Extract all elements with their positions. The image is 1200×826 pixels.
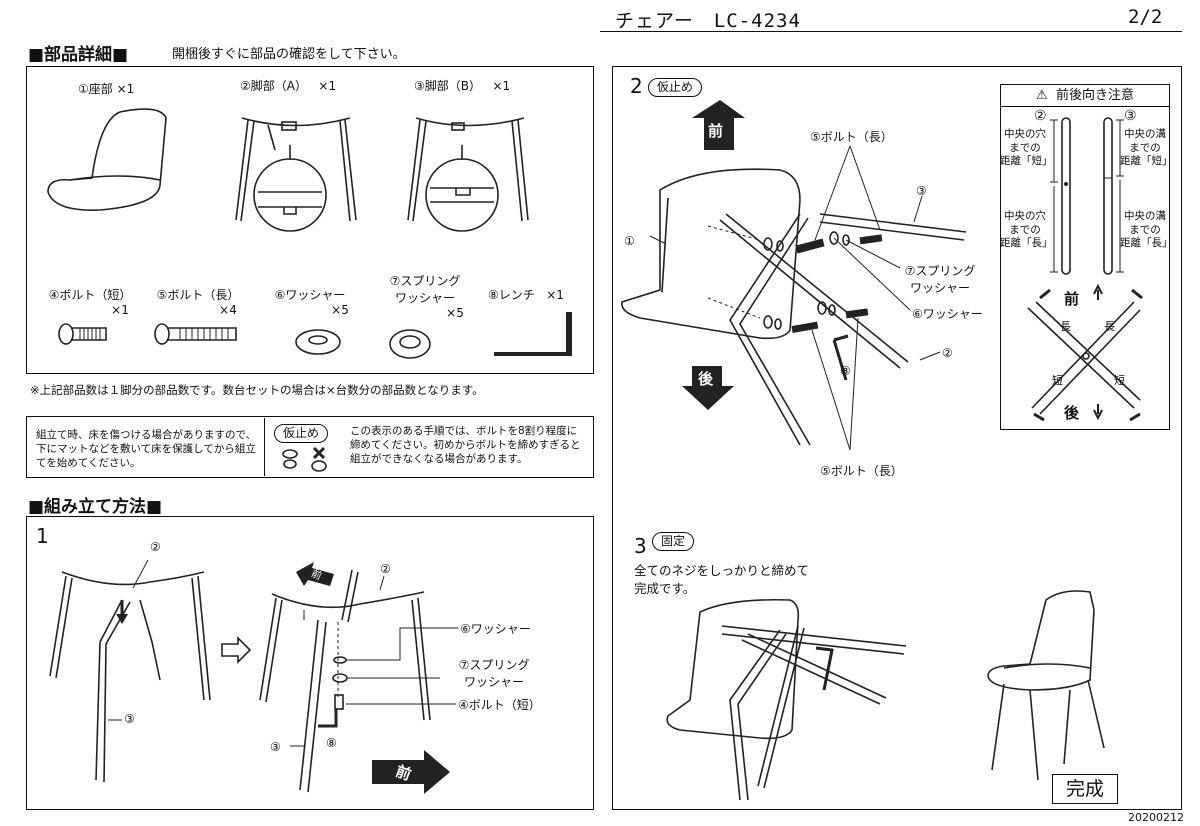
washer-icon — [295, 329, 341, 355]
seat-icon — [47, 108, 167, 211]
step1-spring-washer-label: ⑦スプリングワッシャー — [458, 658, 530, 689]
warning-back-label: 後 — [1064, 404, 1080, 422]
step3-finished-chair-icon — [987, 590, 1095, 691]
temp-fix-icon — [282, 446, 327, 472]
leg-b-icon — [415, 117, 525, 127]
step3-tag: 固定 — [652, 532, 695, 551]
warning-left-num: ② — [1034, 108, 1047, 124]
caution-floor-text: 組立て時、床を傷つける場合がありますので、下にマットなどを敷いて床を保護してから… — [36, 429, 257, 470]
step1-wrench-label: ⑧ — [326, 736, 337, 750]
step2-wrench-label: ⑧ — [840, 364, 851, 378]
caution-tag: 仮止め — [274, 424, 329, 443]
step2-number: 2 — [630, 74, 643, 98]
part-leg-a-label: ②脚部（A） ×1 — [240, 79, 337, 93]
part-washer-label: ⑥ワッシャー×5 — [274, 288, 349, 317]
warning-left-bottom-text: 中央の穴までの距離「長」 — [1000, 210, 1053, 250]
warning-short1: 短 — [1052, 374, 1063, 387]
parts-box — [26, 66, 594, 374]
warning-long1: 長 — [1060, 320, 1071, 333]
step1-number: 1 — [36, 524, 49, 548]
orientation-warning-header: ⚠ 前後向き注意 — [1001, 85, 1169, 107]
caution-divider — [264, 418, 265, 476]
bolt-long-icon — [154, 323, 170, 345]
warning-long2: 長 — [1104, 320, 1115, 333]
step2-bolt-long-top-label: ⑤ボルト（長） — [810, 130, 893, 144]
caution-box — [26, 416, 594, 478]
step1-leg-b2-label: ③ — [270, 740, 281, 754]
part-bolt-short-label: ④ボルト（短）×1 — [48, 288, 132, 317]
parts-footnote: ※上記部品数は１脚分の部品数です。数台セットの場合は×台数分の部品数となります。 — [30, 383, 484, 397]
header-rule — [600, 31, 1182, 32]
document-title: チェアー LC-4234 — [615, 10, 801, 32]
step1-leg-b-label: ③ — [124, 712, 135, 726]
step1-leg-a-icon — [61, 571, 205, 586]
step1-leg-a-label: ② — [150, 540, 161, 554]
step2-front-tag: 前 — [708, 122, 724, 140]
parts-illustrations — [47, 108, 572, 359]
orientation-warning-box: ⚠ 前後向き注意 — [1000, 84, 1170, 430]
step1-washer-label: ⑥ワッシャー — [460, 622, 531, 636]
warning-short2: 短 — [1114, 374, 1125, 387]
step1-bolt-short-label: ④ボルト（短） — [458, 698, 541, 712]
part-bolt-long-label: ⑤ボルト（長）×4 — [156, 288, 240, 317]
step2-washer-label: ⑥ワッシャー — [912, 307, 983, 321]
page-number: 2/2 — [1128, 6, 1163, 28]
step3-wrench-icon — [815, 646, 834, 691]
step2-spring-washer-label: ⑦スプリングワッシャー — [904, 264, 976, 295]
bolt-short-icon — [58, 323, 74, 345]
complete-stamp: 完成 — [1052, 774, 1118, 804]
spring-washer-icon — [389, 329, 431, 359]
warning-right-num: ③ — [1124, 108, 1137, 124]
step2-seat-icon — [621, 168, 801, 340]
warning-right-top-text: 中央の溝までの距離「短」 — [1120, 128, 1173, 168]
parts-section-subtitle: 開梱後すぐに部品の確認をして下さい。 — [172, 47, 406, 62]
steps-2-3-box — [612, 66, 1182, 810]
step2-bolts-bottom-icon — [763, 301, 869, 334]
part-seat-label: ①座部 ×1 — [78, 82, 135, 96]
footer-code: 20200212 — [1128, 811, 1184, 824]
step2-leg-a-label: ② — [942, 346, 953, 360]
step1-leg-a2-label: ② — [380, 562, 391, 576]
step1-next-arrow-icon — [221, 636, 252, 664]
step3-number: 3 — [634, 534, 647, 558]
step2-bolt-long-bottom-label: ⑤ボルト（長） — [820, 464, 903, 478]
step2-back-tag: 後 — [698, 370, 714, 388]
step1-leg-a2-icon — [271, 591, 425, 609]
caution-bolt-text: この表示のある手順では、ボルトを8割り程度に締めてください。初めからボルトを締め… — [350, 425, 581, 466]
step2-seat-label: ① — [624, 234, 635, 248]
step2-tag: 仮止め — [648, 78, 703, 97]
step2-wrench-icon — [832, 334, 849, 381]
step1-box — [26, 516, 594, 810]
assembly-section-title: ■組み立て方法■ — [28, 497, 163, 517]
step3-text-2: 完成です。 — [634, 581, 696, 596]
warning-left-top-text: 中央の穴までの距離「短」 — [1000, 128, 1053, 168]
step3-text-1: 全てのネジをしっかりと締めて — [634, 563, 810, 578]
step2-leg-b-icon — [729, 213, 811, 446]
part-spring-washer-label: ⑦スプリングワッシャー×5 — [389, 274, 464, 320]
part-wrench-label: ⑧レンチ ×1 — [488, 288, 564, 302]
parts-section-title: ■部品詳細■ — [28, 45, 129, 65]
step1-illustration — [49, 559, 458, 794]
warning-icon: ⚠ — [1036, 88, 1048, 103]
step2-leg-b-label: ③ — [916, 184, 927, 198]
warning-diagram — [1027, 117, 1143, 422]
step3-upside-chair-icon — [666, 598, 800, 740]
step2-bolts-top-icon — [763, 231, 883, 254]
part-leg-b-label: ③脚部（B） ×1 — [414, 79, 511, 93]
step2-illustration — [621, 100, 967, 451]
warning-front-label: 前 — [1064, 290, 1080, 308]
warning-right-bottom-text: 中央の溝までの距離「長」 — [1120, 210, 1173, 250]
